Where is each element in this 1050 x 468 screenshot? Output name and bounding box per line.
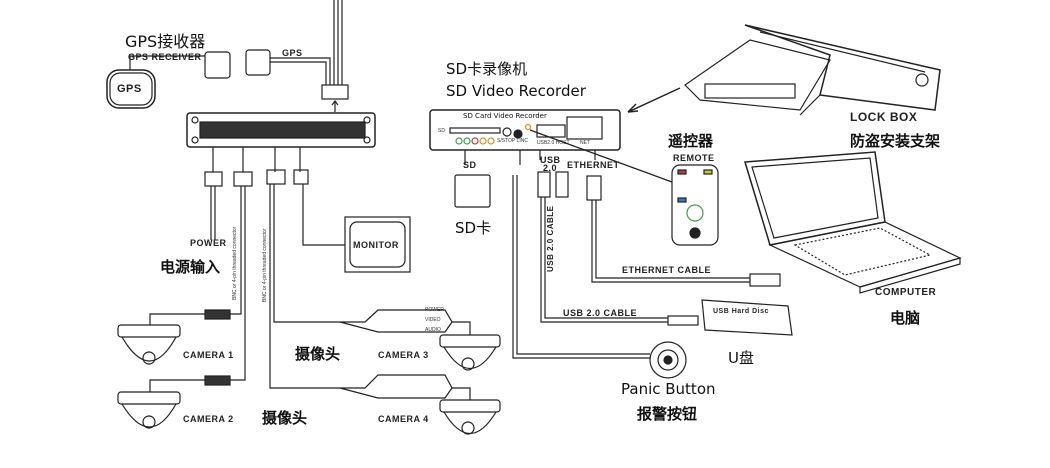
remote-control: [671, 164, 719, 246]
camera-cn-label-1: 摄像头: [295, 345, 341, 363]
ethernet-plug: [586, 175, 602, 201]
gps-connector-female: [245, 49, 271, 76]
top-wires: [333, 0, 343, 85]
monitor-label: MONITOR: [353, 240, 399, 250]
usb-port: [536, 124, 566, 138]
panel-stop-label: S/STOP LINC: [497, 138, 528, 144]
panic-button-cn-label: 报警按钮: [637, 405, 698, 423]
gps-cable-label: GPS: [282, 48, 303, 58]
ethernet-cable-label: ETHERNET CABLE: [622, 265, 712, 275]
camera-cables-34: [269, 184, 340, 389]
panic-cable: [512, 175, 650, 359]
gps-receiver-cn-label: GPS接收器: [125, 32, 206, 51]
gps-cable-right: [270, 57, 331, 85]
panic-button: [649, 341, 687, 379]
camera-2-label: CAMERA 2: [183, 414, 234, 424]
camera-1-label: CAMERA 1: [183, 350, 234, 360]
camera-4: [339, 374, 501, 435]
remote-cn-label: 遥控器: [668, 132, 714, 150]
u-disk-cn-label: U盘: [728, 349, 754, 367]
sd-slot: [449, 127, 501, 134]
usb-hard-disc-label: USB Hard Disc: [713, 308, 769, 315]
panel-net-label: NET: [580, 140, 590, 146]
usb-cable: [540, 197, 668, 323]
gps-device: [106, 69, 156, 109]
camera-3: [339, 309, 501, 371]
camera-3-label: CAMERA 3: [378, 350, 429, 360]
ethernet-port: [566, 116, 603, 140]
usb-plug: [537, 171, 551, 198]
camera-cn-label-2: 摄像头: [262, 409, 308, 427]
remote-label: REMOTE: [673, 153, 715, 163]
camera-1: [117, 309, 231, 365]
ethernet-label: ETHERNET: [567, 160, 620, 170]
power-label: POWER: [190, 238, 227, 248]
sd-label: SD: [463, 160, 477, 170]
recorder-panel-title: SD Card Video Recorder: [463, 112, 547, 120]
camera-4-label: CAMERA 4: [378, 414, 429, 424]
bnc-connector-label-2: BNC or 4-pin threaded connector: [262, 228, 268, 302]
lock-box: [684, 24, 941, 116]
gps-cable: [129, 55, 205, 70]
split-audio-label: AUDIO: [425, 327, 441, 333]
computer-cn-label: 电脑: [890, 309, 921, 327]
usb-version-label: 2.0: [543, 163, 558, 173]
arrow-icon: [627, 87, 681, 113]
monitor-cable: [302, 184, 345, 246]
gps-connector-male: [204, 51, 231, 79]
split-power-label: POWER: [425, 307, 444, 313]
usb-cable-vertical-label: USB 2.0 CABLE: [546, 205, 555, 272]
camera-2: [117, 375, 231, 429]
monitor: [344, 216, 411, 273]
recorder-front-panel: [429, 109, 621, 151]
gps-device-label: GPS: [117, 83, 142, 95]
usb-cable-label: USB 2.0 CABLE: [563, 308, 638, 318]
computer-label: COMPUTER: [875, 287, 937, 298]
panic-button-label: Panic Button: [621, 380, 716, 398]
hub-ports: [199, 121, 366, 139]
camera-cables-12: [230, 186, 246, 381]
split-video-label: VIDEO: [425, 317, 441, 323]
connector-hub: [186, 112, 376, 148]
lock-box-label: LOCK BOX: [850, 110, 918, 124]
usb-label: USB: [540, 155, 561, 165]
power-cable: [210, 186, 216, 240]
arrow-icon: [331, 100, 339, 112]
recorder-en-label: SD Video Recorder: [446, 82, 586, 100]
usb-hard-disc: [701, 299, 793, 336]
ethernet-cable: [591, 200, 750, 283]
gps-receiver-label: GPS RECEIVER: [128, 52, 202, 62]
panel-sd-label: SD: [438, 128, 445, 134]
sd-card-cn-label: SD卡: [455, 219, 492, 237]
sd-card: [454, 174, 491, 208]
hub-plug: [321, 84, 349, 100]
recorder-cn-label: SD卡录像机: [446, 60, 528, 78]
panel-usb-label: USB2.0 HOST: [537, 140, 570, 146]
laptop: [744, 151, 962, 294]
bnc-connector-label-1: BNC or 4-pin threaded connector: [232, 226, 238, 300]
lock-box-cn-label: 防盗安装支架: [850, 132, 941, 150]
power-cn-label: 电源输入: [160, 258, 221, 276]
